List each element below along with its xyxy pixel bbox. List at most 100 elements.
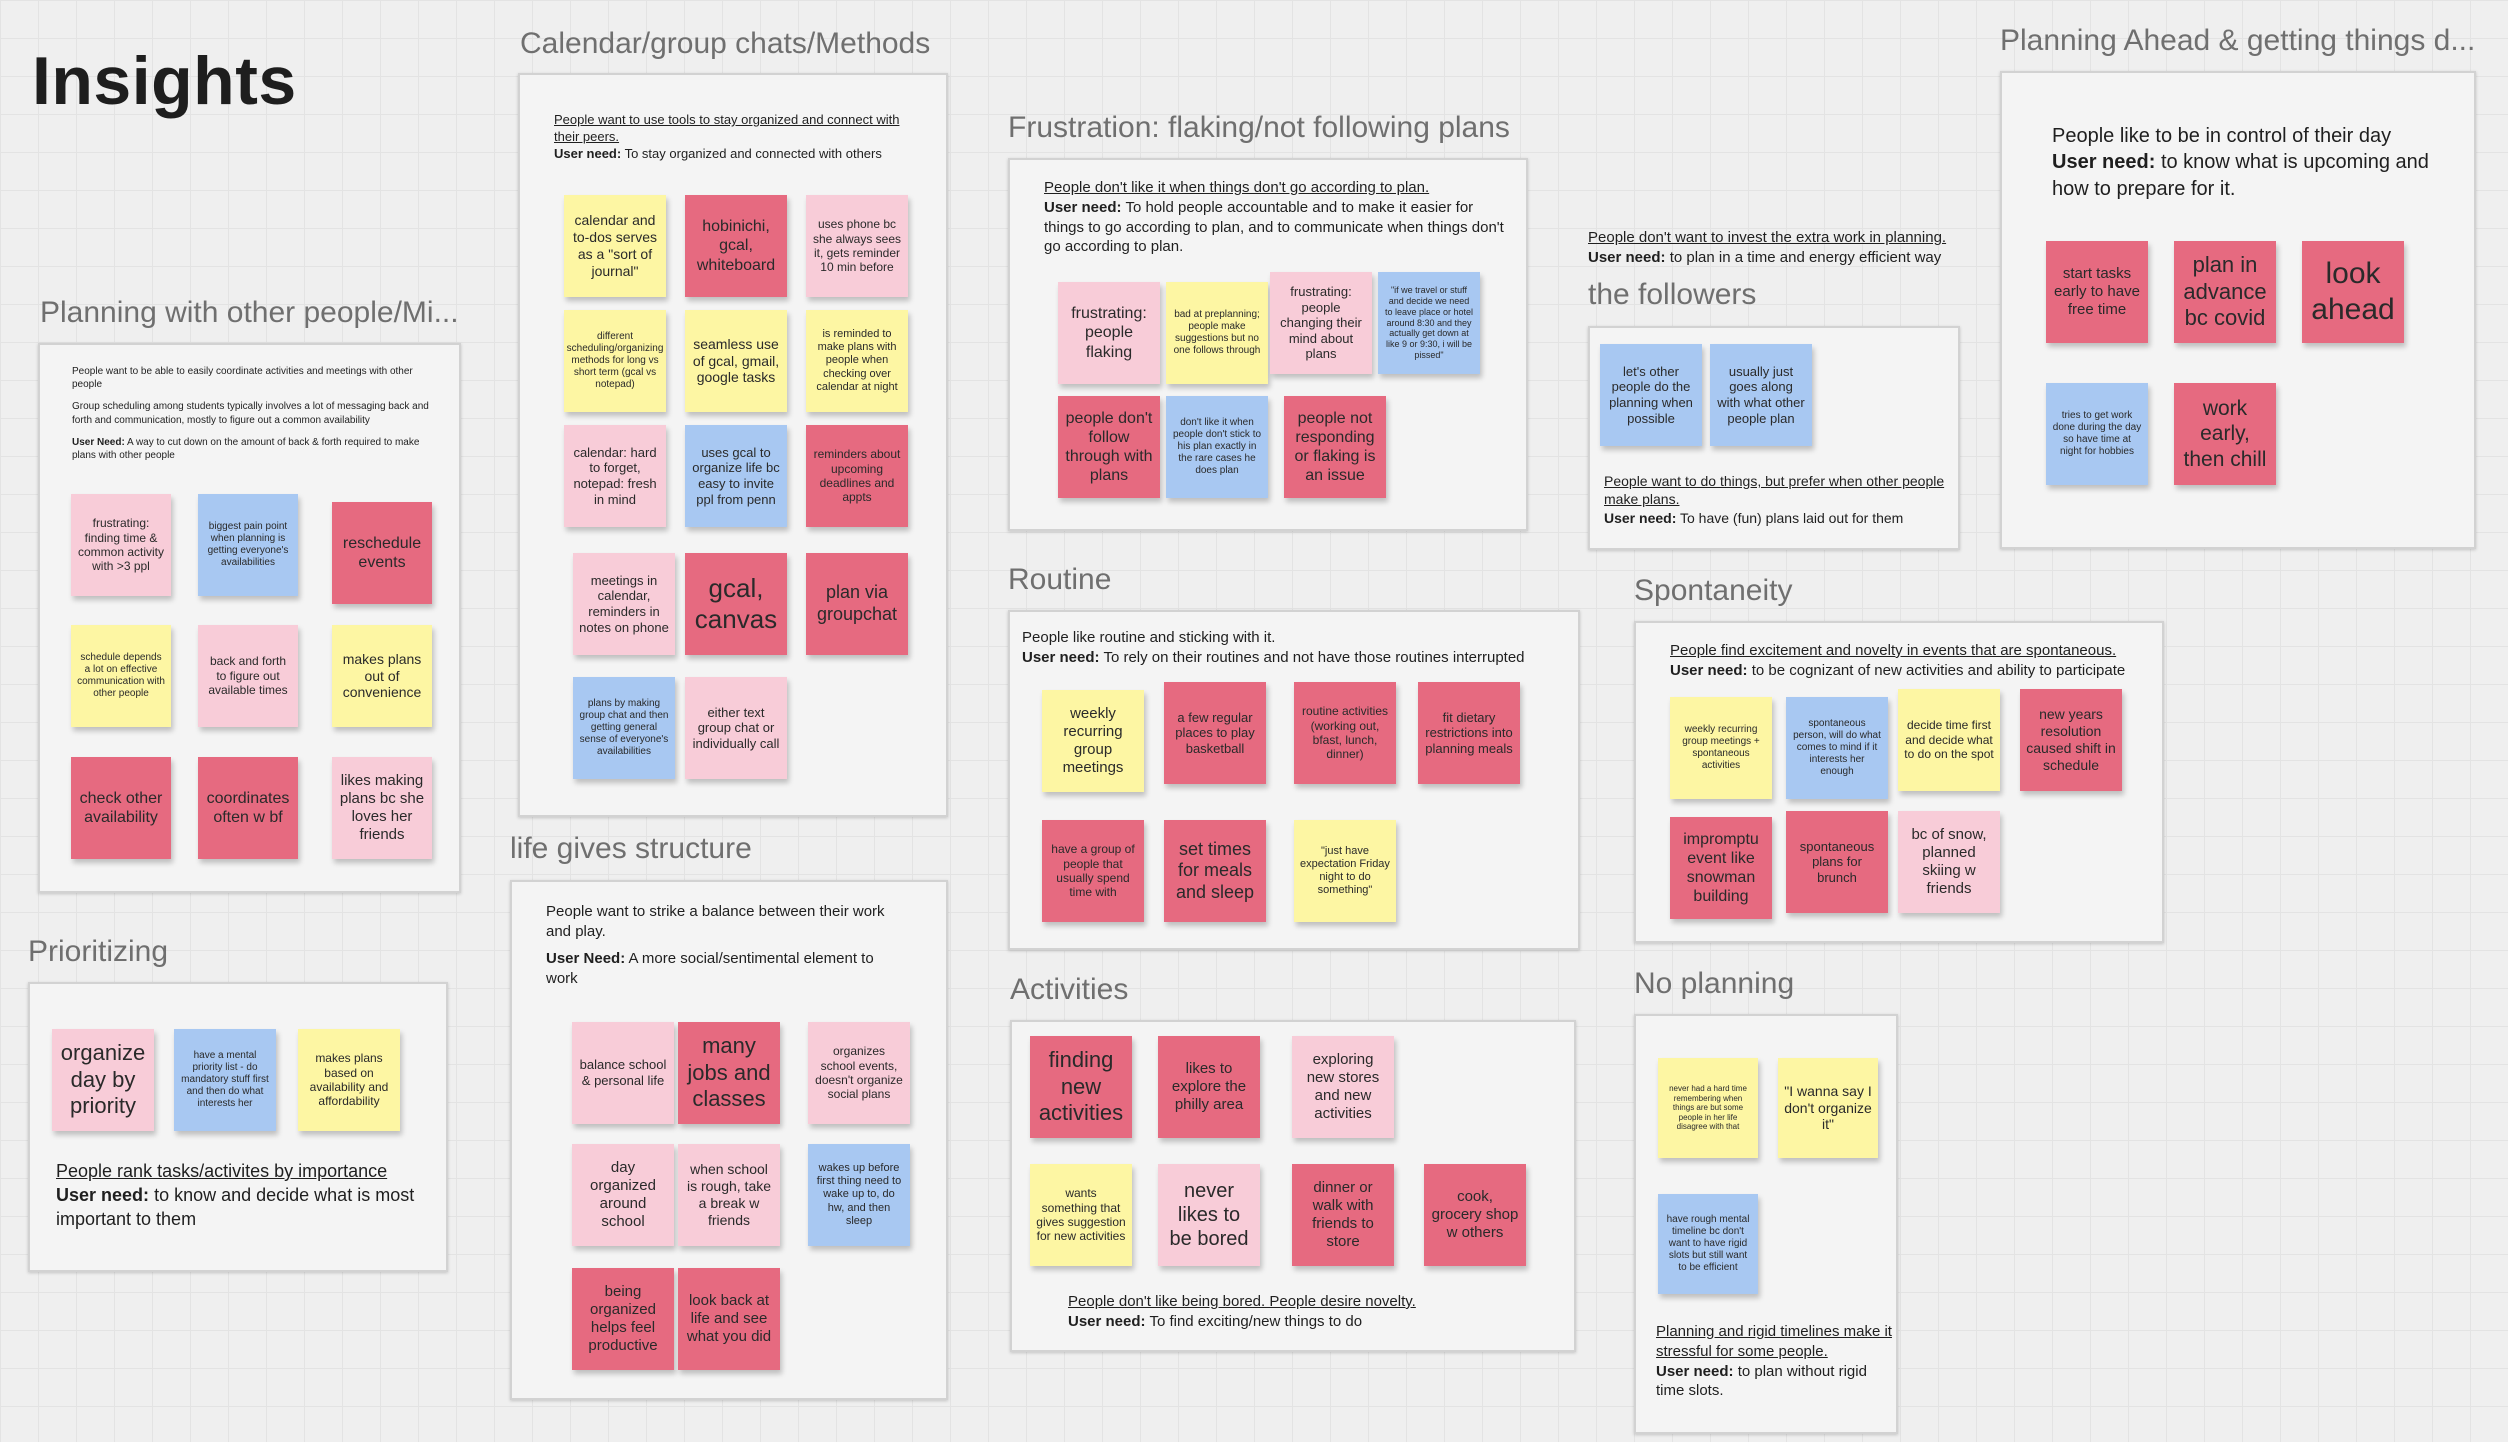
sticky-note[interactable]: spontaneous plans for brunch [1786,811,1888,913]
sticky-note[interactable]: plan via groupchat [806,553,908,655]
sticky-note[interactable]: reschedule events [332,502,432,604]
sticky-note[interactable]: exploring new stores and new activities [1292,1036,1394,1138]
sticky-note[interactable]: balance school & personal life [572,1022,674,1124]
sticky-note[interactable]: have rough mental timeline bc don't want… [1658,1194,1758,1294]
sticky-note[interactable]: calendar and to-dos serves as a "sort of… [564,195,666,297]
insight-description: People like routine and sticking with it… [1022,628,1572,668]
sticky-note[interactable]: makes plans out of convenience [332,625,432,727]
frame-no-planning[interactable]: never had a hard time remembering when t… [1634,1014,1898,1434]
sticky-note[interactable]: plans by making group chat and then gett… [573,677,675,779]
user-need-text: to know and decide what is most importan… [56,1184,415,1229]
sticky-note[interactable]: look back at life and see what you did [678,1268,780,1370]
sticky-note[interactable]: never had a hard time remembering when t… [1658,1058,1758,1158]
sticky-note[interactable]: being organized helps feel productive [572,1268,674,1370]
sticky-note[interactable]: impromptu event like snowman building [1670,817,1772,919]
insight-statement: People don't like it when things don't g… [1044,179,1430,196]
sticky-note[interactable]: when school is rough, take a break w fri… [678,1144,780,1246]
user-need-text: To hold people accountable and to make i… [1044,198,1504,256]
sticky-note[interactable]: weekly recurring group meetings [1042,690,1144,792]
sticky-note[interactable]: have a group of people that usually spen… [1042,820,1144,922]
user-need-text: to plan in a time and energy efficient w… [1669,248,1942,266]
sticky-note[interactable]: wakes up before first thing need to wake… [808,1144,910,1246]
sticky-note[interactable]: have a mental priority list - do mandato… [174,1029,276,1131]
insight-description: People rank tasks/activites by importanc… [56,1160,436,1231]
sticky-note[interactable]: routine activities (working out, bfast, … [1294,682,1396,784]
user-need-label: User need: [1670,661,1748,679]
frame-calendar[interactable]: People want to use tools to stay organiz… [518,73,948,817]
group-title-followers: the followers [1588,278,1757,311]
frame-followers[interactable]: let's other people do the planning when … [1588,326,1960,550]
sticky-note[interactable]: biggest pain point when planning is gett… [198,494,298,596]
sticky-note[interactable]: "just have expectation Friday night to d… [1294,820,1396,922]
insight-description: People want to do things, but prefer whe… [1604,472,1954,527]
sticky-note[interactable]: seamless use of gcal, gmail, google task… [685,310,787,412]
insight-description: People want to strike a balance between … [546,902,886,989]
sticky-note[interactable]: uses phone bc she always sees it, gets r… [806,195,908,297]
sticky-note[interactable]: weekly recurring group meetings + sponta… [1670,697,1772,799]
sticky-note[interactable]: uses gcal to organize life bc easy to in… [685,425,787,527]
sticky-note[interactable]: decide time first and decide what to do … [1898,689,2000,791]
sticky-note[interactable]: fit dietary restrictions into planning m… [1418,682,1520,784]
user-need-text: To have (fun) plans laid out for them [1680,509,1904,526]
frame-planning-with-others[interactable]: People want to be able to easily coordin… [38,343,461,893]
sticky-note[interactable]: bad at preplanning; people make suggesti… [1166,282,1268,384]
sticky-note[interactable]: different scheduling/organizing methods … [564,310,666,412]
user-need-text: A more social/sentimental element to wor… [546,950,874,987]
frame-life-structure[interactable]: People want to strike a balance between … [510,880,948,1400]
sticky-note[interactable]: likes making plans bc she loves her frie… [332,757,432,859]
sticky-note[interactable]: a few regular places to play basketball [1164,682,1266,784]
sticky-note[interactable]: never likes to be bored [1158,1164,1260,1266]
sticky-note[interactable]: coordinates often w bf [198,757,298,859]
sticky-note[interactable]: let's other people do the planning when … [1600,344,1702,446]
sticky-note[interactable]: people not responding or flaking is an i… [1284,396,1386,498]
sticky-note[interactable]: don't like it when people don't stick to… [1166,396,1268,498]
sticky-note[interactable]: likes to explore the philly area [1158,1036,1260,1138]
frame-spontaneity[interactable]: People find excitement and novelty in ev… [1634,621,2164,943]
sticky-note[interactable]: work early, then chill [2174,383,2276,485]
frame-prioritizing[interactable]: organize day by priority have a mental p… [28,982,448,1272]
sticky-note[interactable]: start tasks early to have free time [2046,241,2148,343]
insight-description: People don't like it when things don't g… [1044,178,1504,257]
sticky-note[interactable]: check other availability [71,757,171,859]
sticky-note[interactable]: finding new activities [1030,1036,1132,1138]
sticky-note[interactable]: cook, grocery shop w others [1424,1164,1526,1266]
sticky-note[interactable]: gcal, canvas [685,553,787,655]
sticky-note[interactable]: people don't follow through with plans [1058,396,1160,498]
sticky-note[interactable]: wants something that gives suggestion fo… [1030,1164,1132,1266]
sticky-note[interactable]: calendar: hard to forget, notepad: fresh… [564,425,666,527]
sticky-note[interactable]: many jobs and classes [678,1022,780,1124]
sticky-note[interactable]: spontaneous person, will do what comes t… [1786,697,1888,799]
sticky-note[interactable]: look ahead [2302,241,2404,343]
frame-activities[interactable]: finding new activities likes to explore … [1010,1020,1576,1352]
frame-planning-ahead[interactable]: People like to be in control of their da… [2000,71,2476,549]
sticky-note[interactable]: "if we travel or stuff and decide we nee… [1378,272,1480,374]
sticky-note[interactable]: makes plans based on availability and af… [298,1029,400,1131]
sticky-note[interactable]: back and forth to figure out available t… [198,625,298,727]
sticky-note[interactable]: schedule depends a lot on effective comm… [71,625,171,727]
sticky-note[interactable]: hobinichi, gcal, whiteboard [685,195,787,297]
sticky-note[interactable]: reminders about upcoming deadlines and a… [806,425,908,527]
sticky-note[interactable]: plan in advance bc covid [2174,241,2276,343]
sticky-note[interactable]: set times for meals and sleep [1164,820,1266,922]
sticky-note[interactable]: either text group chat or individually c… [685,677,787,779]
sticky-note[interactable]: bc of snow, planned skiing w friends [1898,811,2000,913]
frame-routine[interactable]: People like routine and sticking with it… [1008,610,1580,950]
sticky-note[interactable]: "I wanna say I don't organize it" [1778,1058,1878,1158]
sticky-note[interactable]: new years resolution caused shift in sch… [2020,689,2122,791]
sticky-note[interactable]: usually just goes along with what other … [1710,344,1812,446]
sticky-note[interactable]: organizes school events, doesn't organiz… [808,1022,910,1124]
frame-frustration[interactable]: People don't like it when things don't g… [1008,158,1528,531]
sticky-note[interactable]: tries to get work done during the day so… [2046,383,2148,485]
sticky-note[interactable]: dinner or walk with friends to store [1292,1164,1394,1266]
sticky-note[interactable]: day organized around school [572,1144,674,1246]
sticky-note[interactable]: frustrating: people flaking [1058,282,1160,384]
insight-statement: People don't like being bored. People de… [1068,1293,1416,1310]
user-need-label: User need: [1022,648,1100,666]
insight-statement: People want to strike a balance between … [546,903,885,940]
user-need-text: to plan without rigid time slots. [1656,1362,1867,1400]
sticky-note[interactable]: organize day by priority [52,1029,154,1131]
sticky-note[interactable]: is reminded to make plans with people wh… [806,310,908,412]
sticky-note[interactable]: frustrating: finding time & common activ… [71,494,171,596]
sticky-note[interactable]: meetings in calendar, reminders in notes… [573,553,675,655]
sticky-note[interactable]: frustrating: people changing their mind … [1270,272,1372,374]
